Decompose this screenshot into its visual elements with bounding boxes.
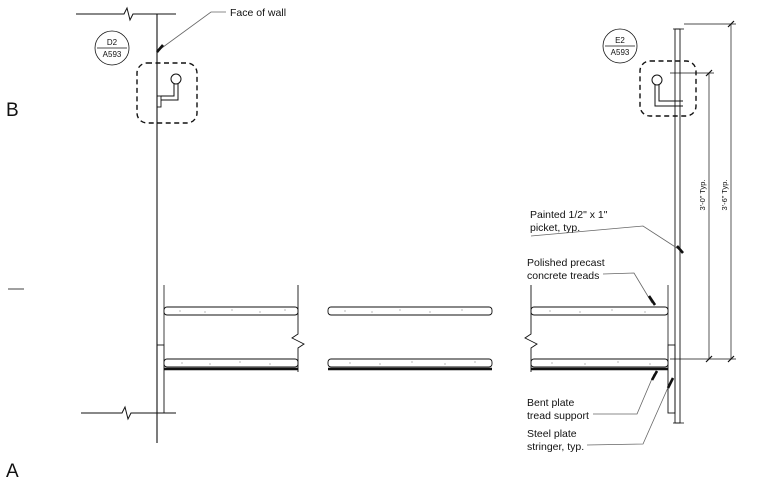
svg-text:concrete treads: concrete treads bbox=[527, 270, 599, 282]
detail-tag-e2: E2 A593 bbox=[602, 28, 638, 64]
dimension-outer: 3'-6" Typ. bbox=[720, 179, 729, 210]
svg-text:picket, typ.: picket, typ. bbox=[530, 222, 580, 234]
note-stringer: Steel plate stringer, typ. bbox=[527, 428, 584, 453]
svg-text:stringer, typ.: stringer, typ. bbox=[527, 441, 584, 453]
svg-text:tread support: tread support bbox=[527, 410, 589, 422]
railing-section bbox=[667, 28, 684, 424]
detail-tag-sheet: A593 bbox=[611, 48, 630, 57]
note-face-of-wall: Face of wall bbox=[230, 7, 286, 19]
break-lines bbox=[291, 285, 538, 372]
concrete-treads bbox=[163, 306, 669, 371]
handrail-detail-left bbox=[136, 62, 198, 124]
detail-tag-id: E2 bbox=[615, 36, 625, 45]
dimension-lines bbox=[670, 20, 736, 363]
handrail-detail-right bbox=[639, 60, 697, 117]
detail-tag-d2: D2 A593 bbox=[94, 30, 130, 66]
wall-section bbox=[76, 6, 176, 443]
note-treads: Polished precast concrete treads bbox=[527, 257, 605, 282]
svg-text:Polished precast: Polished precast bbox=[527, 257, 605, 269]
detail-tag-id: D2 bbox=[107, 38, 118, 47]
note-picket: Painted 1/2" x 1" picket, typ. bbox=[530, 209, 608, 234]
svg-text:Steel plate: Steel plate bbox=[527, 428, 577, 440]
grid-label-a: A bbox=[6, 461, 19, 482]
dimension-inner: 3'-0" Typ. bbox=[698, 179, 707, 210]
note-bent-plate: Bent plate tread support bbox=[527, 397, 589, 422]
detail-tag-sheet: A593 bbox=[103, 50, 122, 59]
grid-label-b: B bbox=[6, 100, 19, 121]
svg-text:Bent plate: Bent plate bbox=[527, 397, 574, 409]
svg-text:Painted 1/2" x 1": Painted 1/2" x 1" bbox=[530, 209, 608, 221]
